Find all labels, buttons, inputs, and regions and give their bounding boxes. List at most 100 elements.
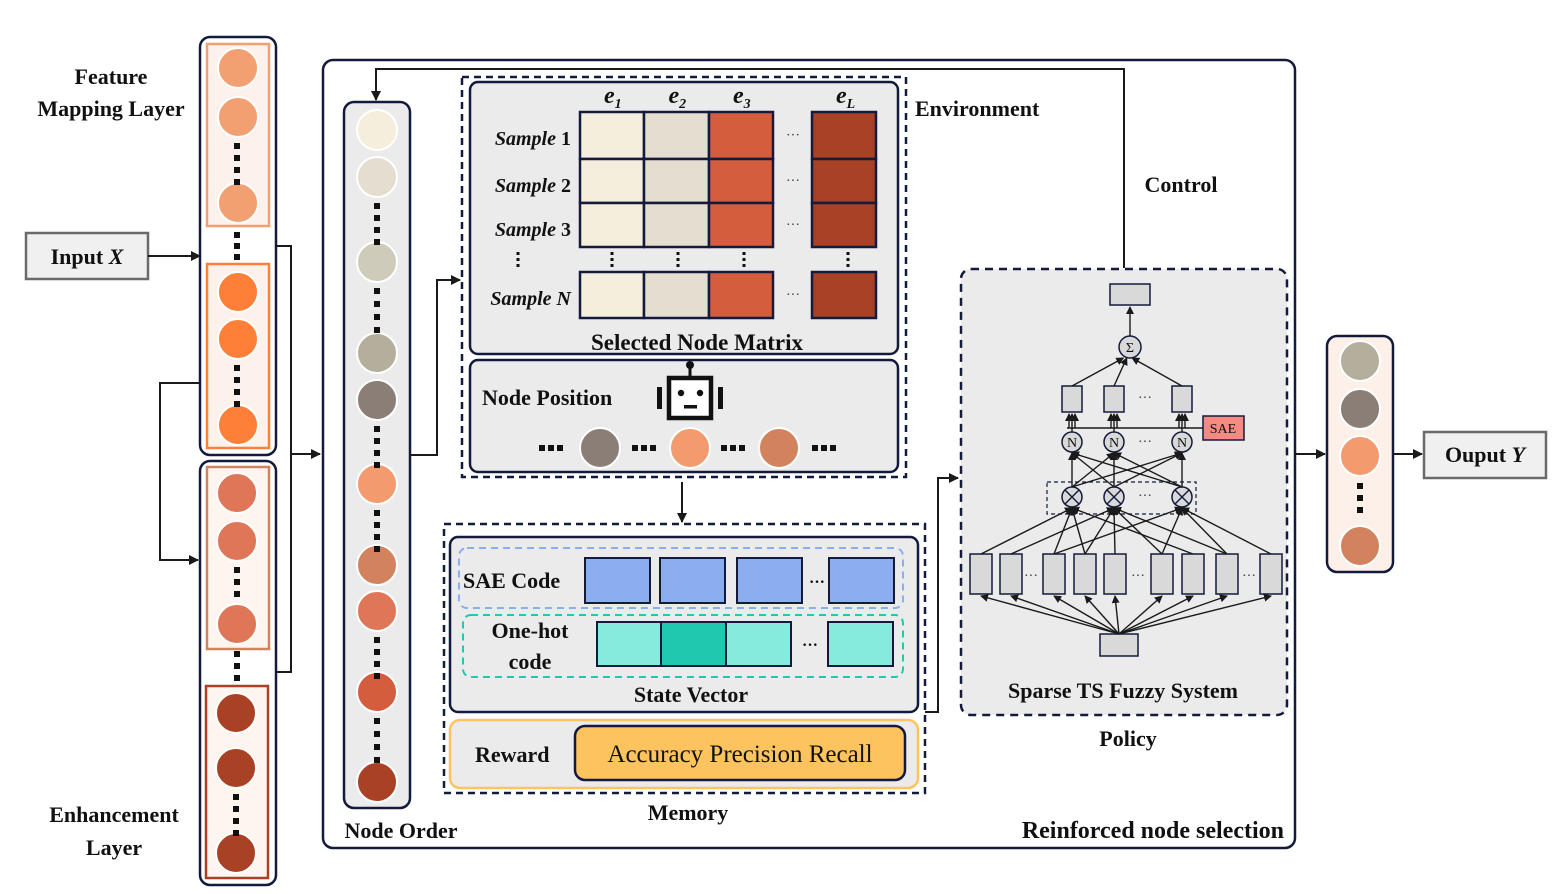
- sum-symbol: Σ: [1126, 341, 1134, 356]
- vertical-ellipsis-dot: [676, 252, 680, 255]
- header-symbol: e: [604, 83, 615, 109]
- ellipsis-dot: [730, 445, 736, 451]
- feature-layer-title-1: Feature: [75, 64, 148, 89]
- vertical-ellipsis-dot: [610, 264, 614, 267]
- network-edge: [1181, 507, 1272, 555]
- ellipsis-dot: [374, 215, 380, 221]
- header-subscript: 3: [743, 97, 751, 112]
- ellipsis-dot: [557, 445, 563, 451]
- sae-code-block: [736, 557, 803, 604]
- sae-code-block: [828, 557, 895, 604]
- matrix-cell: [578, 110, 646, 161]
- network-edge: [1071, 451, 1183, 488]
- matrix-cell: [642, 110, 711, 161]
- matrix-ellipsis: ···: [786, 218, 800, 233]
- network-ellipsis: ···: [1138, 435, 1152, 450]
- row-word: Sample: [495, 128, 561, 150]
- network-edge: [1131, 357, 1183, 387]
- reward-panel: Reward Accuracy Precision Recall: [448, 718, 920, 790]
- ellipsis-dot: [234, 401, 240, 407]
- frame-label: Reinforced node selection: [1022, 818, 1284, 844]
- feature-node: [217, 96, 259, 138]
- ellipsis-dot: [234, 651, 240, 657]
- row-index: N: [556, 288, 573, 310]
- consequent-node: [1171, 385, 1193, 413]
- network-edge: [1113, 452, 1183, 488]
- sae-code-label: SAE Code: [463, 568, 560, 593]
- network-edge: [1053, 507, 1074, 555]
- ellipsis-dot: [812, 445, 818, 451]
- ellipsis-dot: [374, 637, 380, 643]
- ellipsis-dot: [374, 203, 380, 209]
- vertical-ellipsis-dot: [610, 252, 614, 255]
- ellipsis-dot: [374, 288, 380, 294]
- ellipsis-dot: [234, 663, 240, 669]
- membership-node: [1042, 553, 1066, 595]
- ellipsis-dot: [374, 438, 380, 444]
- row-index: 2: [561, 175, 571, 197]
- ellipsis-dot: [374, 239, 380, 245]
- order-to-environment-arrow: [410, 275, 461, 456]
- matrix-row-label: Sample N: [490, 288, 572, 310]
- onehot-code-group: [462, 614, 904, 678]
- node-order-node: [356, 156, 398, 198]
- network-edge: [1070, 507, 1086, 555]
- ellipsis-dot: [374, 649, 380, 655]
- node-order-node: [356, 379, 398, 421]
- node-order-column: [342, 100, 412, 810]
- vertical-ellipsis-dot: [846, 264, 850, 267]
- matrix-cell: [810, 270, 878, 320]
- ellipsis-dot: [234, 232, 240, 238]
- network-edge: [1113, 357, 1128, 387]
- network-ellipsis: ···: [1138, 489, 1152, 504]
- ellipsis-dot: [650, 445, 656, 451]
- ellipsis-dot: [233, 806, 239, 812]
- robot-agent-icon: [657, 361, 723, 421]
- membership-node: [999, 553, 1023, 595]
- network-ellipsis: ···: [1242, 569, 1256, 584]
- ellipsis-dot: [234, 179, 240, 185]
- ellipsis-dot: [234, 579, 240, 585]
- ellipsis-dot: [374, 661, 380, 667]
- ellipsis-dot: [374, 757, 380, 763]
- vertical-ellipsis-dot: [742, 264, 746, 267]
- consequent-node: [1103, 385, 1125, 413]
- feature-layer-title-2: Mapping Layer: [37, 96, 185, 121]
- environment-dashed-box: [460, 75, 908, 479]
- input-to-membership-edge: [1118, 595, 1194, 635]
- ellipsis-dot: [374, 510, 380, 516]
- ellipsis-dot: [233, 818, 239, 824]
- control-label: Control: [1145, 172, 1218, 197]
- vertical-ellipsis-dot: [742, 252, 746, 255]
- matrix-ellipsis: ···: [786, 129, 800, 144]
- row-index: 3: [561, 219, 571, 241]
- enhancement-node: [216, 520, 258, 562]
- matrix-cell: [707, 110, 775, 161]
- ellipsis-dot: [374, 327, 380, 333]
- matrix-title: Selected Node Matrix: [591, 330, 804, 355]
- ellipsis-dot: [374, 301, 380, 307]
- enhancement-node: [215, 692, 257, 734]
- node-order-node: [356, 241, 398, 283]
- node-order-node: [356, 761, 398, 803]
- membership-node: [1150, 553, 1174, 595]
- network-edge: [1071, 357, 1125, 387]
- node-position-label: Node Position: [482, 385, 612, 410]
- ellipsis-dot: [234, 591, 240, 597]
- ellipsis-dot: [739, 445, 745, 451]
- input-box: Input X: [24, 231, 150, 281]
- reward-metrics: Accuracy Precision Recall: [607, 741, 872, 768]
- ellipsis-dot: [374, 522, 380, 528]
- network-ellipsis: ···: [1131, 569, 1145, 584]
- sae-code-block: [659, 557, 726, 604]
- ellipsis-dot: [374, 534, 380, 540]
- matrix-cell: [810, 110, 878, 161]
- onehot-ellipsis: ···: [802, 637, 818, 654]
- vertical-ellipsis-dot: [742, 258, 746, 261]
- header-subscript: 1: [615, 97, 622, 112]
- network-edge: [1181, 507, 1228, 555]
- sae-code-group: [458, 547, 904, 609]
- ellipsis-dot: [539, 445, 545, 451]
- header-symbol: e: [836, 83, 847, 109]
